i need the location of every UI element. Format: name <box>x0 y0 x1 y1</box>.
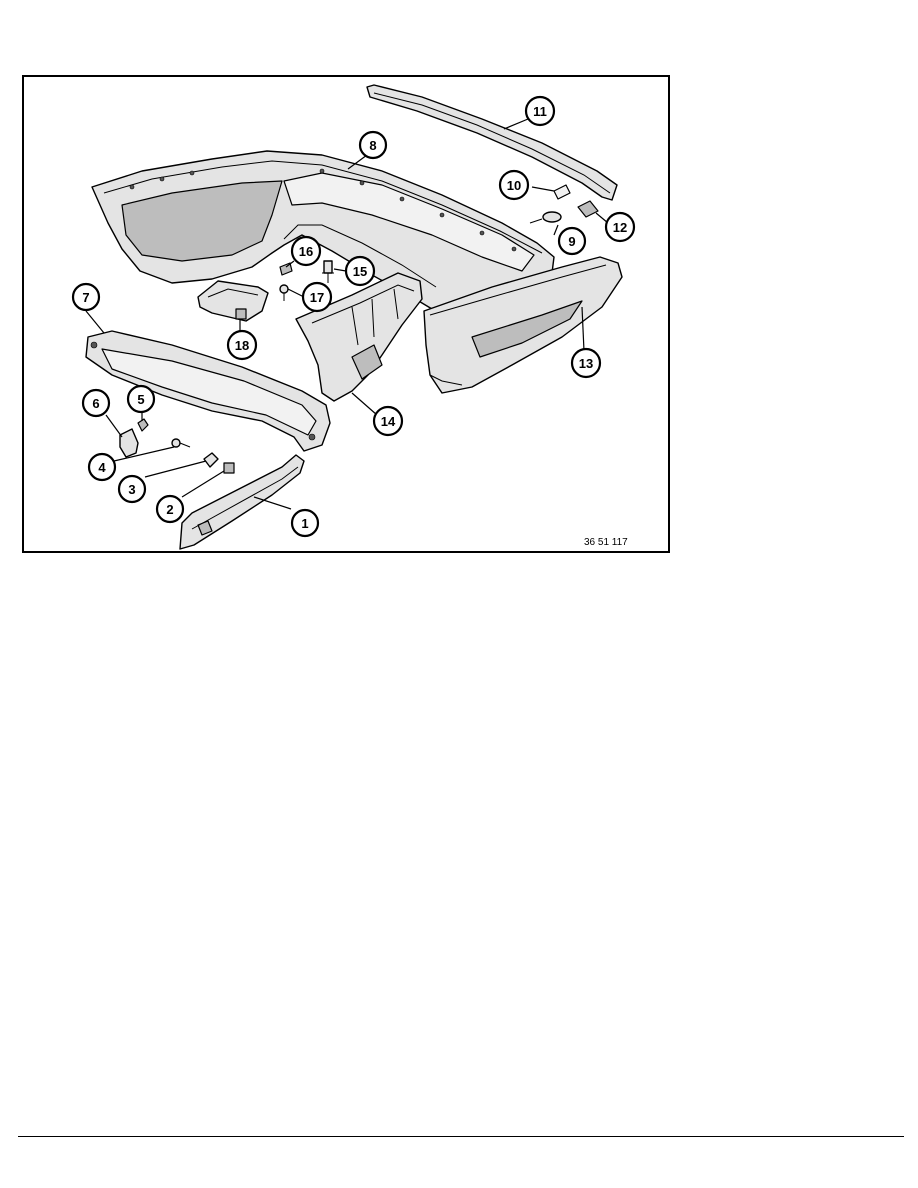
svg-text:9: 9 <box>568 234 575 249</box>
part-upper-trim-strip <box>366 84 618 201</box>
callout-14: 14 <box>372 405 404 437</box>
svg-text:17: 17 <box>310 290 324 305</box>
callout-2: 2 <box>155 494 185 524</box>
svg-text:16: 16 <box>299 244 313 259</box>
svg-text:13: 13 <box>579 356 593 371</box>
svg-text:8: 8 <box>369 138 376 153</box>
svg-text:5: 5 <box>137 392 144 407</box>
svg-text:4: 4 <box>98 460 106 475</box>
callout-10: 10 <box>498 169 530 201</box>
svg-text:15: 15 <box>353 264 367 279</box>
callout-13: 13 <box>570 347 602 379</box>
part-bumper-side-section <box>423 256 623 394</box>
part-license-panel <box>179 454 305 550</box>
exploded-parts-diagram: 1 2 3 4 5 6 7 8 9 10 11 12 13 14 15 16 1… <box>22 75 670 553</box>
svg-text:12: 12 <box>613 220 627 235</box>
callout-7: 7 <box>71 282 101 312</box>
callout-1: 1 <box>290 508 320 538</box>
callout-17: 17 <box>301 281 333 313</box>
svg-text:10: 10 <box>507 178 521 193</box>
callout-15: 15 <box>344 255 376 287</box>
svg-text:18: 18 <box>235 338 249 353</box>
leader-lines <box>85 118 609 510</box>
svg-text:2: 2 <box>166 502 173 517</box>
callout-3: 3 <box>117 474 147 504</box>
svg-text:11: 11 <box>533 104 547 119</box>
figure-code: 36 51 117 <box>584 537 628 548</box>
part-small-hardware <box>119 184 599 474</box>
callout-6: 6 <box>81 388 111 418</box>
svg-text:1: 1 <box>301 516 308 531</box>
footer-rule <box>18 1136 904 1137</box>
svg-text:14: 14 <box>381 414 396 429</box>
callout-12: 12 <box>604 211 636 243</box>
callout-4: 4 <box>87 452 117 482</box>
callout-16: 16 <box>290 235 322 267</box>
callout-5: 5 <box>126 384 156 414</box>
part-lower-trim-strip <box>85 330 331 452</box>
callout-11: 11 <box>524 95 556 127</box>
part-bumper-cover <box>91 150 555 316</box>
svg-text:3: 3 <box>128 482 135 497</box>
callout-8: 8 <box>358 130 388 160</box>
svg-text:6: 6 <box>92 396 99 411</box>
part-support-bracket <box>197 280 269 322</box>
svg-text:7: 7 <box>82 290 89 305</box>
callout-18: 18 <box>226 329 258 361</box>
part-center-bracket <box>295 272 423 402</box>
callout-9: 9 <box>557 226 587 256</box>
